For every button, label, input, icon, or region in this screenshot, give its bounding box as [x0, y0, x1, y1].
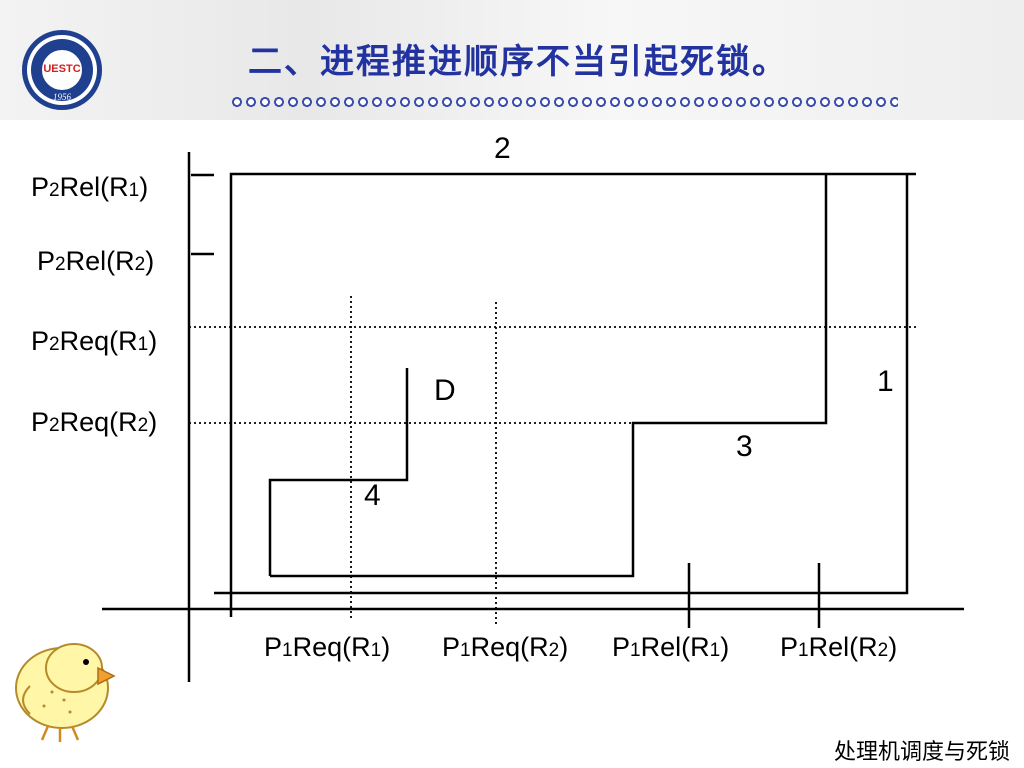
path-label-2: 2 — [494, 132, 511, 165]
slide-title: 二、进程推进顺序不当引起死锁。 — [248, 42, 788, 82]
footer-section-title: 处理机调度与死锁 — [833, 740, 1010, 765]
x-label-p1req-r2: P1Req(R2) — [442, 632, 568, 662]
chick-illustration — [15, 643, 116, 742]
path-4 — [268, 368, 409, 576]
logo-text: UESTC — [43, 63, 81, 75]
logo-emblem: UESTC — [40, 48, 84, 92]
path-1 — [214, 174, 909, 595]
y-label-p2req-r2: P2Req(R2) — [31, 407, 157, 437]
deadlock-point-label: D — [434, 374, 456, 407]
university-logo: UESTC 1956 — [22, 30, 102, 110]
title-divider — [230, 96, 898, 108]
path-label-4: 4 — [364, 479, 381, 512]
x-label-p1rel-r1: P1Rel(R1) — [612, 632, 729, 662]
path-label-1: 1 — [877, 365, 894, 398]
x-label-p1req-r1: P1Req(R1) — [264, 632, 390, 662]
y-label-p2req-r1: P2Req(R1) — [31, 326, 157, 356]
path-3 — [270, 174, 828, 578]
y-label-p2rel-r2: P2Rel(R2) — [37, 246, 154, 276]
x-label-p1rel-r2: P1Rel(R2) — [780, 632, 897, 662]
logo-year: 1956 — [53, 92, 71, 102]
y-label-p2rel-r1: P2Rel(R1) — [31, 172, 148, 202]
path-2 — [229, 172, 916, 617]
path-label-3: 3 — [736, 430, 753, 463]
